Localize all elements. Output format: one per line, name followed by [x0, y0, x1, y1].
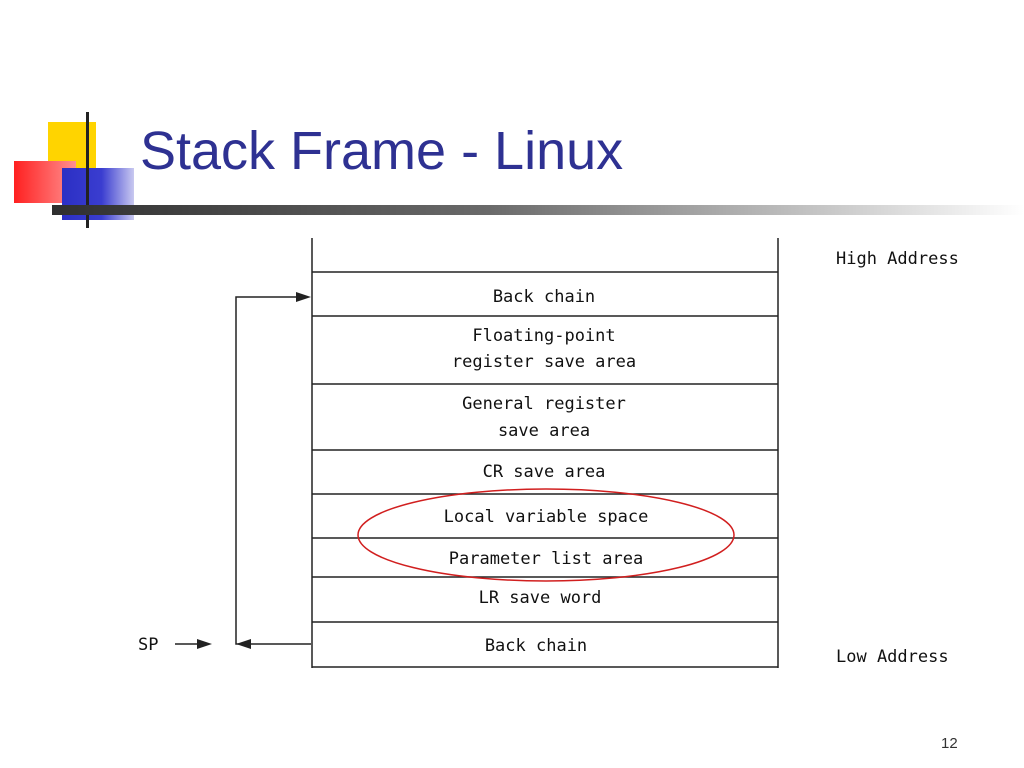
row-cr-save-area: CR save area [483, 462, 606, 482]
low-address-label: Low Address [836, 647, 949, 667]
back-chain-link [235, 296, 296, 645]
row-parameter-list-area: Parameter list area [449, 549, 643, 569]
stack-row-dividers [312, 271, 778, 668]
page-number: 12 [941, 735, 958, 752]
row-floating-point-line2: register save area [452, 352, 636, 372]
row-general-register-line2: save area [498, 421, 590, 441]
row-lr-save-word: LR save word [479, 588, 602, 608]
high-address-label: High Address [836, 249, 959, 269]
row-general-register-line1: General register [462, 394, 626, 414]
highlight-ellipse [357, 488, 735, 582]
sp-label: SP [138, 635, 158, 655]
row-floating-point-line1: Floating-point [472, 326, 615, 346]
back-chain-arrowhead-top [296, 292, 311, 302]
title-underline [52, 205, 1024, 215]
row-back-chain-top: Back chain [493, 287, 595, 307]
sp-arrowhead [197, 639, 212, 649]
back-chain-arrowhead-bottom [236, 639, 251, 649]
row-local-variable-space: Local variable space [444, 507, 649, 527]
deco-vertical-line [86, 112, 89, 228]
row-back-chain-bottom: Back chain [485, 636, 587, 656]
slide-title: Stack Frame - Linux [140, 121, 624, 181]
